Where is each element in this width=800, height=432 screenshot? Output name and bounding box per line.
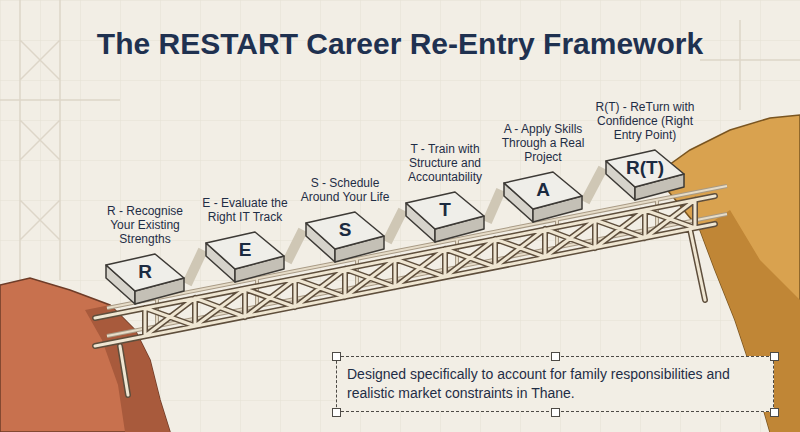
bridge-plank: [287, 230, 303, 262]
truss-back-outline: [107, 186, 727, 336]
truss-back-beams: [107, 186, 727, 336]
block-shape: A: [501, 170, 585, 224]
step-letter: A: [501, 179, 585, 201]
step-block: E - Evaluate the Right IT TrackE: [197, 196, 293, 284]
selection-handle: [551, 352, 560, 361]
step-letter: T: [403, 199, 487, 221]
step-heading: T - Train with Structure and Accountabil…: [397, 142, 493, 184]
step-letter: R(T): [603, 157, 687, 179]
caption-box: Designed specifically to account for fam…: [336, 356, 774, 412]
block-shape: R: [103, 252, 187, 306]
step-letter: R: [103, 261, 187, 283]
selection-handle: [551, 408, 560, 417]
step-block: A - Apply Skills Through a Real ProjectA: [497, 122, 589, 224]
block-shape: E: [203, 230, 287, 284]
step-heading: E - Evaluate the Right IT Track: [197, 196, 293, 224]
caption-text: Designed specifically to account for fam…: [347, 366, 730, 401]
step-letter: S: [303, 219, 387, 241]
selection-handle: [770, 408, 779, 417]
bridge-back-truss: [107, 186, 727, 336]
step-block: R(T) - ReTurn with Confidence (Right Ent…: [589, 100, 701, 202]
selection-handle: [332, 352, 341, 361]
step-block: S - Schedule Around Your LifeS: [295, 176, 395, 264]
selection-handle: [332, 408, 341, 417]
step-letter: E: [203, 239, 287, 261]
step-heading: R - Recognise Your Existing Strengths: [97, 204, 193, 246]
bridge-plank: [487, 190, 501, 222]
step-heading: R(T) - ReTurn with Confidence (Right Ent…: [589, 100, 701, 142]
selection-handle: [770, 352, 779, 361]
block-shape: R(T): [603, 148, 687, 202]
bridge-plank: [387, 210, 403, 242]
bridge-plank: [187, 250, 203, 284]
diagram-title: The RESTART Career Re-Entry Framework: [0, 26, 800, 62]
step-heading: S - Schedule Around Your Life: [295, 176, 395, 204]
block-shape: S: [303, 210, 387, 264]
block-shape: T: [403, 190, 487, 244]
step-block: T - Train with Structure and Accountabil…: [397, 142, 493, 244]
bridge-plank: [585, 168, 603, 202]
step-block: R - Recognise Your Existing StrengthsR: [97, 204, 193, 306]
scaffold-sketch: [0, 0, 800, 280]
step-heading: A - Apply Skills Through a Real Project: [497, 122, 589, 164]
